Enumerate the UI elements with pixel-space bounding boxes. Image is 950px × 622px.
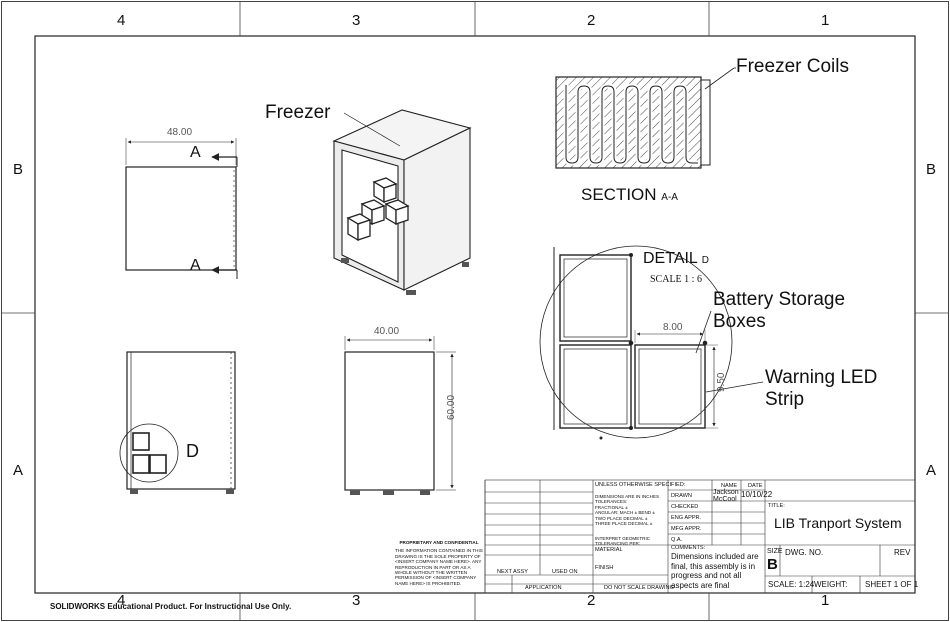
detail-label: DETAIL D xyxy=(643,250,709,268)
tb-two-place: TWO PLACE DECIMAL ± xyxy=(595,515,648,521)
zone-row-a-right: A xyxy=(926,462,937,479)
tb-application: APPLICATION xyxy=(525,585,562,591)
section-title: SECTION xyxy=(581,185,657,204)
section-view xyxy=(555,67,736,169)
isometric-freezer xyxy=(332,109,472,295)
battery-storage-line2: Boxes xyxy=(713,311,766,332)
detail-scale: SCALE 1 : 6 xyxy=(650,274,702,285)
tb-angular: ANGULAR: MACH ± BEND ± xyxy=(595,510,655,516)
dim-box-height: 9.50 xyxy=(716,372,727,392)
tb-drawn-date: 10/10/22 xyxy=(741,490,773,499)
freezer-coils-callout: Freezer Coils xyxy=(736,56,849,77)
tb-tolerances-label: TOLERANCES: xyxy=(595,499,628,505)
section-marker-top: A xyxy=(190,144,201,161)
tb-scale: SCALE: 1:24 xyxy=(768,580,815,589)
tb-comments: Dimensions included are final, this asse… xyxy=(671,552,759,590)
detail-letter: D xyxy=(701,255,709,266)
proprietary-text: THE INFORMATION CONTAINED IN THIS DRAWIN… xyxy=(395,548,483,586)
tb-sheet: SHEET 1 OF 1 xyxy=(865,580,919,589)
battery-storage-line1: Battery Storage xyxy=(713,289,846,310)
tb-mfg-appr: MFG APPR. xyxy=(671,526,702,532)
freezer-callout: Freezer xyxy=(265,102,331,123)
tb-size: B xyxy=(767,556,778,573)
tb-do-not-scale: DO NOT SCALE DRAWING xyxy=(604,585,674,591)
proprietary-note: PROPRIETARY AND CONFIDENTIAL THE INFORMA… xyxy=(395,540,483,586)
section-letters: A-A xyxy=(661,192,678,203)
tb-weight: WEIGHT: xyxy=(814,580,848,589)
zone-col-4-bottom: 4 xyxy=(117,592,126,609)
tb-checked: CHECKED xyxy=(671,504,699,510)
tb-name-header: NAME xyxy=(721,483,738,489)
tb-title-label: TITLE: xyxy=(768,503,785,509)
tb-drawn-name: Jackson McCool xyxy=(713,489,739,503)
solidworks-watermark: SOLIDWORKS Educational Product. For Inst… xyxy=(50,602,292,611)
top-view xyxy=(125,138,238,279)
front-view xyxy=(344,336,456,495)
detail-title: DETAIL xyxy=(643,250,698,267)
zone-col-3-bottom: 3 xyxy=(352,592,361,609)
warning-led-callout: Warning LED Strip xyxy=(765,367,877,411)
dim-front-height: 60.00 xyxy=(446,394,457,420)
tb-rev: REV xyxy=(894,548,911,557)
zone-col-1-bottom: 1 xyxy=(821,592,830,609)
zone-row-a-left: A xyxy=(13,462,24,479)
detail-view xyxy=(539,245,764,440)
tb-qa: Q.A. xyxy=(671,537,683,543)
tb-fractional: FRACTIONAL ± xyxy=(595,504,628,510)
tb-interpret: INTERPRET GEOMETRIC TOLERANCING PER: xyxy=(595,536,650,547)
side-view xyxy=(119,351,236,494)
tb-three-place: THREE PLACE DECIMAL ± xyxy=(595,521,653,527)
tb-comments-label: COMMENTS: xyxy=(671,545,706,551)
tb-next-assy: NEXT ASSY xyxy=(497,569,528,575)
zone-col-3-top: 3 xyxy=(352,12,361,29)
tb-drawn-name-l1: Jackson xyxy=(713,489,739,496)
tb-material: MATERIAL xyxy=(595,547,623,553)
tb-interpret-l1: INTERPRET GEOMETRIC xyxy=(595,536,651,541)
zone-col-2-top: 2 xyxy=(587,12,596,29)
tb-eng-appr: ENG APPR. xyxy=(671,515,702,521)
dim-front-width: 40.00 xyxy=(374,326,400,337)
tb-dims-inches: DIMENSIONS ARE IN INCHES xyxy=(595,494,660,499)
tb-date-header: DATE xyxy=(748,483,763,489)
dim-box-width: 8.00 xyxy=(663,322,683,333)
zone-col-4-top: 4 xyxy=(117,12,126,29)
tb-size-label: SIZE xyxy=(767,548,783,555)
tb-tolerances: DIMENSIONS ARE IN INCHES TOLERANCES: FRA… xyxy=(595,494,667,526)
warning-led-line1: Warning LED xyxy=(765,367,878,388)
detail-marker-label: D xyxy=(186,441,199,461)
warning-led-line2: Strip xyxy=(765,389,805,410)
tb-drawn: DRAWN xyxy=(671,493,692,499)
tb-unless-specified: UNLESS OTHERWISE SPECIFIED: xyxy=(595,482,686,488)
title-block-grid xyxy=(484,479,916,594)
dim-top-width: 48.00 xyxy=(167,127,193,138)
tb-used-on: USED ON xyxy=(552,569,578,575)
battery-storage-callout: Battery Storage Boxes xyxy=(713,289,845,333)
tb-title: LIB Tranport System xyxy=(774,515,902,531)
tb-drawn-name-l2: McCool xyxy=(713,496,737,503)
zone-row-b-right: B xyxy=(926,161,937,178)
proprietary-title: PROPRIETARY AND CONFIDENTIAL xyxy=(399,540,479,545)
tb-finish: FINISH xyxy=(595,565,614,571)
zone-col-2-bottom: 2 xyxy=(587,592,596,609)
section-label: SECTION A-A xyxy=(581,185,678,205)
zone-col-1-top: 1 xyxy=(821,12,830,29)
tb-interpret-l2: TOLERANCING PER: xyxy=(595,541,641,547)
section-marker-bottom: A xyxy=(190,257,201,274)
zone-row-b-left: B xyxy=(13,161,24,178)
tb-dwg-no: DWG. NO. xyxy=(785,548,824,557)
